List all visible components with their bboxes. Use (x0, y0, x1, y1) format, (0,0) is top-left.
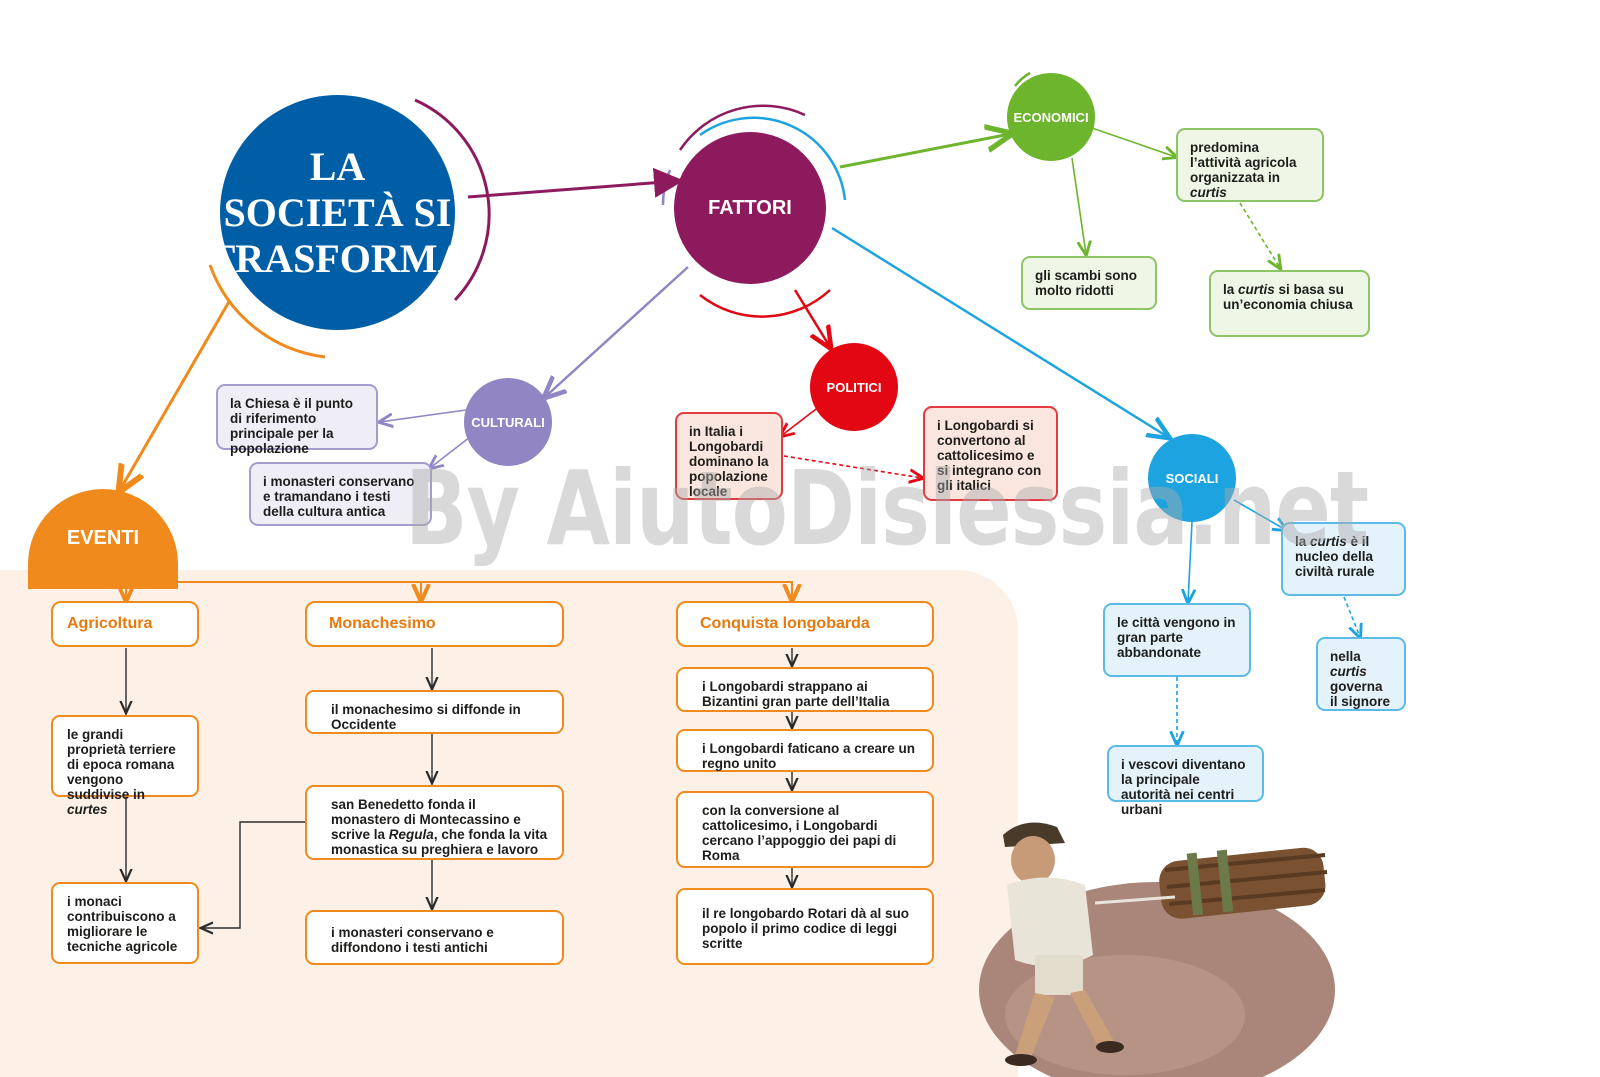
hub-fattori: FATTORI (674, 132, 826, 284)
agricoltura-box-proprieta: le grandi proprietà terriere di epoca ro… (51, 715, 199, 817)
economici-box-curtis-agricola: predomina l’attività agricola organizzat… (1176, 128, 1324, 202)
politici-box-convertono: i Longobardi si convertono al cattolices… (923, 406, 1058, 501)
conquista-box-rotari: il re longobardo Rotari dà al suo popolo… (676, 888, 934, 965)
hub-culturali: CULTURALI (464, 378, 552, 466)
hub-politici: POLITICI (810, 343, 898, 431)
culturali-box-chiesa: la Chiesa è il punto di riferimento prin… (216, 384, 378, 456)
conquista-box-strappano: i Longobardi strappano ai Bizantini gran… (676, 667, 934, 712)
economici-box-scambi: gli scambi sono molto ridotti (1021, 256, 1157, 310)
agricoltura-box-monaci: i monaci contribuiscono a migliorare le … (51, 882, 199, 964)
title-line-3: TRASFORMA (208, 235, 467, 281)
hub-sociali: SOCIALI (1148, 434, 1236, 522)
header-conquista-longobarda: Conquista longobarda (676, 601, 934, 647)
peasant-figure-icon (1003, 822, 1124, 1066)
economici-box-economia-chiusa: la curtis si basa su un’economia chiusa (1209, 270, 1370, 337)
wood-bundle-icon (1159, 847, 1328, 919)
sociali-box-signore: nella curtis governa il signore (1316, 637, 1406, 711)
conquista-box-conversione: con la conversione al cattolicesimo, i L… (676, 791, 934, 868)
title-line-1: LA (309, 143, 366, 189)
hub-eventi: EVENTI (28, 489, 178, 589)
sociali-box-vescovi: i vescovi diventano la principale autori… (1107, 745, 1264, 817)
main-title: LA SOCIETÀ SI TRASFORMA (209, 95, 466, 330)
peasant-illustration (979, 822, 1335, 1077)
hub-economici: ECONOMICI (1007, 73, 1095, 161)
title-line-2: SOCIETÀ SI (223, 189, 452, 235)
watermark: By AiutoDislessia.net (405, 450, 1369, 569)
monachesimo-box-san-benedetto: san Benedetto fonda il monastero di Mont… (305, 785, 564, 860)
conquista-box-regno-unito: i Longobardi faticano a creare un regno … (676, 729, 934, 772)
header-agricoltura: Agricoltura (51, 601, 199, 647)
culturali-box-monasteri: i monasteri conservano e tramandano i te… (249, 462, 432, 526)
sociali-box-citta: le città vengono in gran parte abbandona… (1103, 603, 1251, 677)
politici-box-dominano: in Italia i Longobardi dominano la popol… (675, 412, 783, 500)
header-monachesimo: Monachesimo (305, 601, 564, 647)
monachesimo-box-testi-antichi: i monasteri conservano e diffondono i te… (305, 910, 564, 965)
sociali-box-curtis-nucleo: la curtis è il nucleo della civiltà rura… (1281, 522, 1406, 596)
monachesimo-box-diffonde: il monachesimo si diffonde in Occidente (305, 690, 564, 734)
